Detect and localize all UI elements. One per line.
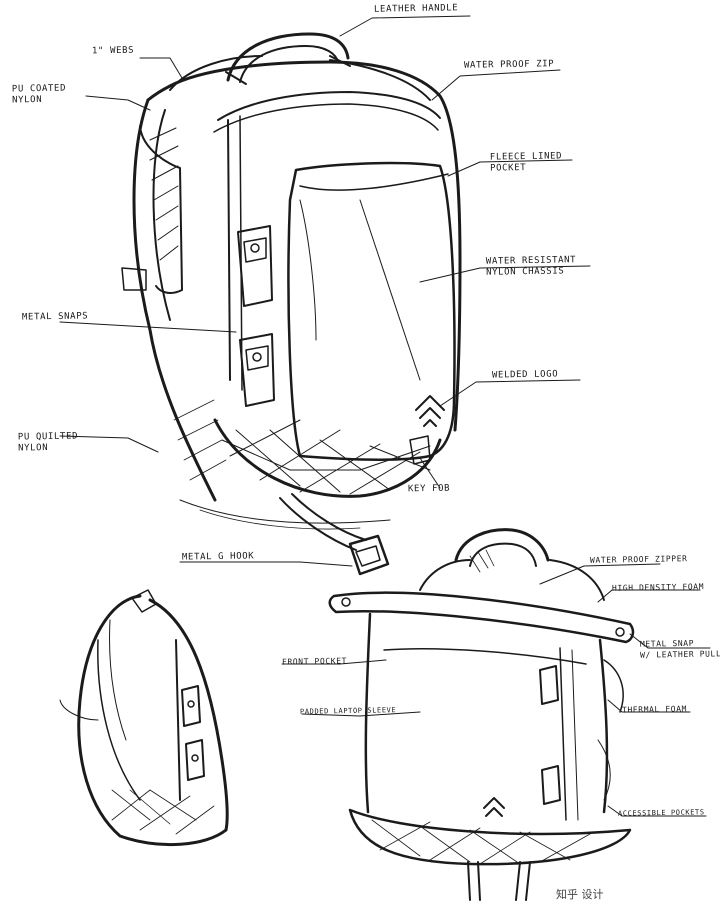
label-pu-coated-nylon: PU coated nylon	[11, 83, 67, 106]
watermark: 知乎 设计	[556, 888, 604, 901]
label-leather-handle: Leather handle	[373, 3, 459, 15]
label-pu-quilted-nylon: PU quilted nylon	[17, 431, 79, 454]
label-metal-g-hook: Metal G hook	[181, 551, 255, 563]
back-view-backpack-sketch	[328, 528, 635, 901]
main-backpack-sketch	[121, 32, 462, 576]
side-view-backpack-sketch	[59, 589, 229, 846]
label-metal-snaps: Metal snaps	[21, 311, 89, 323]
label-waterproof-zipper: Water proof zipper	[589, 554, 688, 565]
label-water-resistant-chassis: Water resistant nylon chassis	[485, 255, 577, 278]
label-thermal-foam: Thermal foam	[621, 704, 688, 715]
main-leader-lines	[59, 15, 591, 567]
label-welded-logo: Welded logo	[491, 369, 559, 381]
label-webs: 1" webs	[91, 45, 135, 57]
back-leader-lines	[281, 563, 711, 817]
label-laptop-sleeve: Padded laptop sleeve	[299, 706, 397, 716]
label-high-density-foam: High density foam	[611, 582, 705, 593]
label-accessible-pockets: Accessible pockets	[617, 808, 705, 818]
label-metal-snap-leather: Metal snap w/ leather pull	[639, 638, 720, 660]
label-key-fob: Key fob	[407, 483, 451, 495]
label-fleece-lined-pocket: Fleece lined pocket	[489, 151, 563, 174]
label-front-pocket: Front pocket	[281, 656, 348, 667]
label-waterproof-zip: Water proof zip	[463, 59, 555, 71]
